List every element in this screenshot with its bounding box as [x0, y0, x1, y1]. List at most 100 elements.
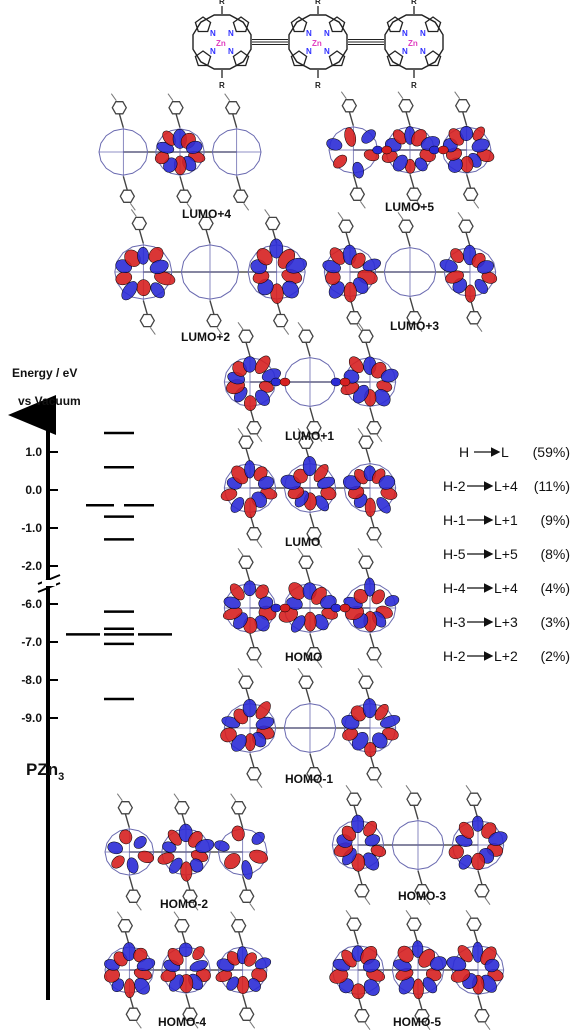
- porphyrin-frame: [98, 93, 149, 211]
- orbital-lobe: [412, 940, 424, 958]
- label-lumo4: LUMO+4: [182, 207, 231, 221]
- orbital-homo3: [331, 784, 508, 906]
- orbital-lobe: [249, 849, 269, 864]
- compound-label: PZn3: [26, 760, 64, 783]
- orbital-lobe: [351, 814, 365, 834]
- orbital-lobe: [430, 956, 447, 971]
- orbital-lobe: [241, 860, 253, 880]
- porphyrin-frame: [391, 784, 445, 906]
- orbital-lobe: [302, 456, 317, 477]
- orbital-lobe: [122, 942, 136, 961]
- orbital-homo4: [104, 911, 272, 1029]
- orbital-lobe: [364, 742, 377, 758]
- transition-percent: (11%): [534, 478, 570, 494]
- orbital-lobe: [169, 857, 183, 874]
- orbital-lobe: [412, 978, 424, 1000]
- nitrogen-atom-label: N: [420, 47, 426, 56]
- orbital-lobe: [361, 129, 376, 144]
- orbital-lobe: [414, 157, 428, 172]
- orbital-lobe: [285, 257, 307, 274]
- orbital-lobe: [352, 161, 364, 179]
- orbital-lobe: [364, 497, 376, 517]
- orbital-lobe: [333, 154, 348, 169]
- substituent-label: R: [411, 0, 417, 6]
- orbital-lobe: [242, 698, 257, 718]
- orbital-lobe: [362, 852, 380, 871]
- orbital-lobe: [439, 259, 458, 273]
- orbital-lobe: [255, 389, 270, 406]
- orbital-lobe: [290, 615, 306, 633]
- orbital-lobe: [362, 258, 381, 272]
- orbital-lobe: [258, 596, 274, 610]
- transition-percent: (4%): [540, 580, 570, 596]
- orbital-lobe: [214, 840, 230, 852]
- transition-from: H-1: [443, 512, 466, 528]
- label-lumo3: LUMO+3: [390, 319, 439, 333]
- orbital-homo2: [104, 793, 269, 911]
- label-homo2: HOMO-2: [160, 897, 208, 911]
- orbital-lobe: [446, 956, 467, 972]
- nitrogen-atom-label: N: [210, 47, 216, 56]
- nitrogen-atom-label: N: [306, 47, 312, 56]
- orbital-homo5: [329, 909, 505, 1030]
- tick-label: 0.0: [25, 483, 42, 497]
- orbital-lobe: [303, 611, 317, 632]
- orbital-lobe: [351, 252, 366, 269]
- orbital-lobe: [256, 248, 273, 266]
- orbital-lobe: [282, 280, 299, 299]
- nitrogen-atom-label: N: [210, 29, 216, 38]
- orbital-lobe: [107, 841, 123, 855]
- zinc-atom-label: Zn: [216, 39, 226, 48]
- transition-percent: (9%): [540, 512, 570, 528]
- orbital-lobe: [136, 279, 151, 297]
- transition-to: L+4: [494, 580, 518, 596]
- nitrogen-atom-label: N: [324, 29, 330, 38]
- orbital-lobe: [243, 580, 256, 597]
- transition-from: H-2: [443, 478, 466, 494]
- orbital-lobe: [343, 282, 357, 303]
- orbital-lobe: [180, 861, 193, 882]
- orbital-lobe: [339, 603, 351, 613]
- tick-label: -8.0: [21, 673, 42, 687]
- orbital-lobe: [313, 614, 329, 631]
- orbital-lobe: [269, 238, 284, 259]
- orbital-lobe: [457, 945, 473, 963]
- orbital-labels: LUMO+4 LUMO+5 LUMO+2 LUMO+3 LUMO+1 LUMO …: [158, 200, 446, 1029]
- orbital-lobe: [364, 577, 376, 597]
- label-lumo: LUMO: [285, 535, 320, 549]
- orbital-lobe: [484, 958, 500, 973]
- orbital-lobe: [254, 355, 271, 374]
- label-lumo1: LUMO+1: [285, 429, 334, 443]
- substituent-label: R: [411, 81, 417, 90]
- tick-label: -6.0: [21, 597, 42, 611]
- nitrogen-atom-label: N: [228, 47, 234, 56]
- orbital-lobe: [167, 829, 182, 846]
- orbital-lobe: [363, 979, 380, 996]
- orbital-lobe: [226, 976, 239, 991]
- transition-from: H-5: [443, 546, 466, 562]
- orbital-lobe: [380, 715, 401, 728]
- tick-label: -7.0: [21, 635, 42, 649]
- orbital-lumo: [220, 427, 398, 549]
- orbital-lobe: [148, 246, 164, 264]
- orbital-lobe: [178, 942, 193, 957]
- porphyrin-frame: [383, 211, 437, 333]
- orbital-lobe: [330, 377, 342, 387]
- orbital-lobe: [258, 476, 274, 490]
- orbital-lobe: [429, 145, 440, 155]
- orbital-lobe: [476, 148, 495, 163]
- orbital-lobe: [243, 356, 257, 373]
- orbital-lobe: [422, 977, 438, 994]
- label-lumo2: LUMO+2: [181, 330, 230, 344]
- orbital-lobe: [270, 603, 282, 613]
- orbital-lobe: [348, 356, 364, 373]
- orbital-lobe: [137, 247, 150, 265]
- orbital-lobe: [438, 145, 449, 155]
- orbital-lobe: [119, 829, 133, 845]
- porphyrin-frame: [211, 93, 262, 211]
- orbital-lobe: [244, 497, 257, 519]
- porphyrin-frame: [283, 667, 337, 789]
